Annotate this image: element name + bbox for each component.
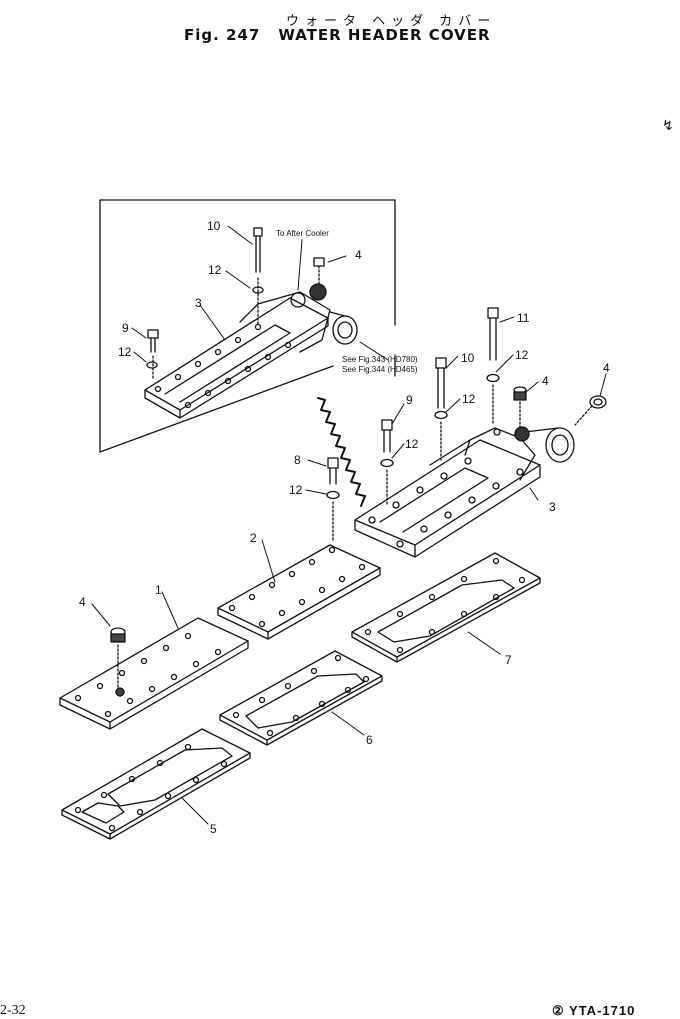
callout-numbers: 10 4 12 3 9 12 11 12 10 12 4 4 9 12 8 12…	[79, 219, 610, 836]
callout-4-a: 4	[542, 374, 549, 388]
note-see-fig-344: See Fig.344 (HD465)	[342, 365, 418, 374]
washer-12-d	[326, 490, 340, 500]
cover-plate-1	[59, 617, 249, 730]
gasket-5	[61, 728, 251, 840]
callout-inset-3: 3	[195, 296, 202, 310]
cover-plate-2	[217, 544, 381, 640]
bolt-8	[327, 457, 339, 541]
callout-10: 10	[461, 351, 475, 365]
callout-11: 11	[517, 311, 530, 325]
callout-inset-4: 4	[355, 248, 362, 262]
callout-12-b: 12	[462, 392, 476, 406]
plug-4-a	[513, 386, 527, 429]
inset-bolt-10	[253, 227, 263, 326]
figure-number: Fig. 247	[184, 26, 261, 44]
inset-washer-12a	[252, 286, 264, 294]
inset-header-body	[144, 283, 358, 419]
bolt-11	[487, 307, 499, 426]
callout-5: 5	[210, 822, 217, 836]
callout-inset-9: 9	[122, 321, 129, 335]
callout-8: 8	[294, 453, 301, 467]
inset-leaders	[131, 225, 389, 363]
bolt-10	[435, 357, 447, 461]
note-after-cooler: To After Cooler	[276, 229, 329, 238]
washer-12-a	[486, 373, 500, 383]
gasket-6	[219, 650, 383, 746]
inset-bolt-9	[147, 329, 159, 381]
water-header-body	[354, 426, 575, 558]
callout-inset-10: 10	[207, 219, 221, 233]
callout-1: 1	[155, 583, 162, 597]
callout-12-c: 12	[405, 437, 419, 451]
japanese-title: ウォータ ヘッダ カバー	[286, 14, 497, 29]
page-number: 2-32	[0, 1003, 26, 1018]
note-see-fig-343: See Fig.343 (HD780)	[342, 355, 418, 364]
plug-4-c	[110, 627, 126, 689]
inset-washer-12b	[146, 361, 158, 369]
callout-4-b: 4	[603, 361, 610, 375]
callout-4-c: 4	[79, 595, 86, 609]
corner-mark: ↯	[662, 118, 674, 134]
washer-12-b	[434, 410, 448, 420]
callout-2: 2	[250, 531, 257, 545]
main-leaders	[91, 316, 607, 825]
washer-12-c	[380, 458, 394, 468]
callout-inset-12b: 12	[118, 345, 132, 359]
callout-6: 6	[366, 733, 373, 747]
figure-title: Fig. 247 WATER HEADER COVER	[184, 26, 491, 44]
figure-name: WATER HEADER COVER	[278, 26, 491, 44]
callout-12-a: 12	[515, 348, 529, 362]
callout-9: 9	[406, 393, 413, 407]
inset-plug-4	[313, 257, 325, 286]
callout-3: 3	[549, 500, 556, 514]
bolt-9	[381, 419, 393, 506]
inset-frame	[99, 199, 396, 453]
spring-link	[317, 397, 366, 507]
plug-4-b	[574, 395, 607, 426]
document-code: ② YTA-1710	[552, 1003, 636, 1018]
gasket-7	[351, 552, 541, 663]
callout-12-d: 12	[289, 483, 303, 497]
callout-inset-12a: 12	[208, 263, 222, 277]
callout-7: 7	[505, 653, 512, 667]
